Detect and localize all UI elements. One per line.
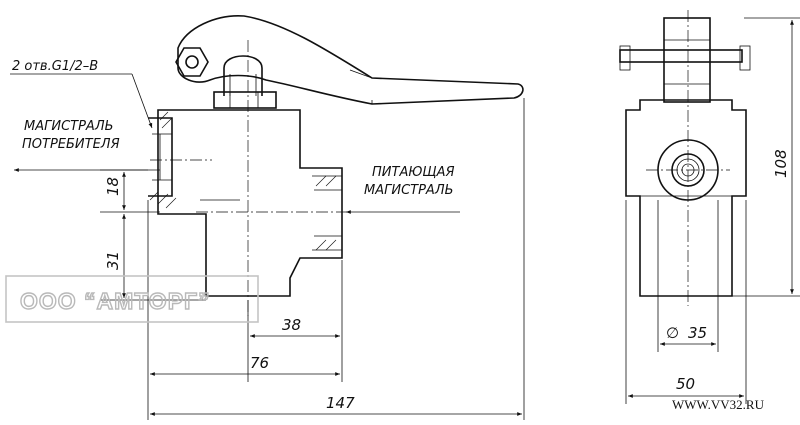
consumer-line-label-2: ПОТРЕБИТЕЛЯ — [22, 137, 120, 152]
watermark-text: ООО “АМТОРГ” — [20, 288, 211, 314]
hex-nut — [175, 47, 209, 77]
side-view: 2 отв.G1/2–В МАГИСТРАЛЬ ПОТРЕБИТЕЛЯ ПИТА… — [10, 15, 525, 420]
supply-port — [312, 175, 342, 251]
supply-line-label-1: ПИТАЮЩАЯ — [372, 165, 455, 180]
plunger-dome — [223, 55, 263, 96]
handle-lever — [177, 15, 524, 105]
dim-50: 50 — [676, 375, 695, 393]
dim-147: 147 — [326, 394, 355, 412]
dim-108: 108 — [772, 149, 790, 178]
supply-line-label-2: МАГИСТРАЛЬ — [364, 183, 454, 198]
dim-76: 76 — [250, 354, 269, 372]
site-url: WWW.VV32.RU — [672, 397, 765, 412]
thread-callout-label: 2 отв.G1/2–В — [12, 59, 98, 74]
dim-18: 18 — [104, 177, 122, 196]
front-view: 108 ∅ 35 50 — [619, 10, 800, 404]
dim-35: 35 — [688, 324, 707, 342]
front-body — [625, 99, 747, 297]
consumer-line-label-1: МАГИСТРАЛЬ — [24, 119, 114, 134]
plunger-collar — [213, 91, 277, 109]
dim-diameter-symbol: ∅ — [666, 324, 679, 342]
consumer-port — [148, 111, 177, 209]
front-bolt — [619, 49, 743, 63]
dim-38: 38 — [282, 316, 301, 334]
valve-body — [157, 109, 343, 297]
watermark: ООО “АМТОРГ” — [5, 275, 259, 323]
front-cap — [663, 17, 711, 103]
dim-31: 31 — [104, 251, 122, 270]
